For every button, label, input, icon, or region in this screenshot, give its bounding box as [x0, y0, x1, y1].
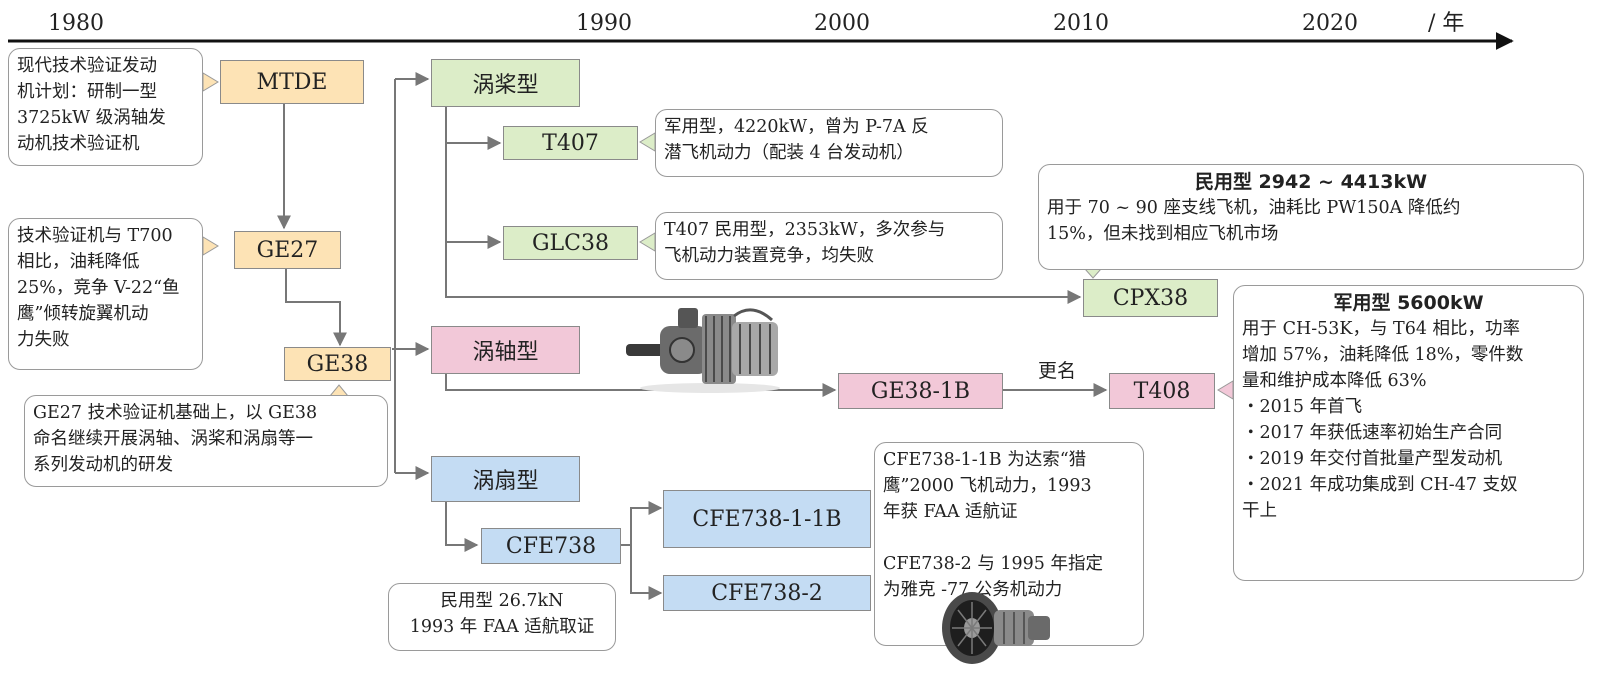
year-label-1990: 1990: [576, 11, 632, 36]
t407-note-pointer: [639, 132, 656, 152]
ge27-note: 技术验证机与 T700 相比，油耗降低 25%，竞争 V-22“鱼 鹰”倾转旋翼…: [8, 218, 203, 370]
node-cpx38: CPX38: [1083, 279, 1218, 317]
node-t408: T408: [1109, 373, 1215, 409]
turboprop-to-cpx38-connector: [445, 105, 1082, 304]
node-turboprop: 涡桨型: [431, 59, 580, 107]
node-cfe738: CFE738: [481, 528, 621, 564]
node-cfe738-2: CFE738-2: [663, 575, 871, 611]
t408-note: 军用型 5600kW 用于 CH-53K，与 T64 相比，功率 增加 57%，…: [1233, 285, 1584, 581]
cfe738-note: 民用型 26.7kN 1993 年 FAA 适航取证: [388, 583, 616, 651]
year-label-1980: 1980: [48, 11, 104, 36]
glc38-note-text: T407 民用型，2353kW，多次参与 飞机动力装置竞争，均失败: [664, 220, 946, 266]
ge38-note-text: GE27 技术验证机基础上，以 GE38 命名继续开展涡轴、涡桨和涡扇等一 系列…: [33, 403, 318, 475]
glc38-note: T407 民用型，2353kW，多次参与 飞机动力装置竞争，均失败: [655, 212, 1003, 280]
mtde-note: 现代技术验证发动 机计划：研制一型 3725kW 级涡轴发 动机技术验证机: [8, 48, 203, 166]
cfe738-variants-note: CFE738-1-1B 为达索“猎 鹰”2000 飞机动力，1993 年获 FA…: [874, 442, 1144, 646]
cpx38-note: 民用型 2942 ~ 4413kW 用于 70 ~ 90 座支线飞机，油耗比 P…: [1038, 164, 1584, 270]
rename-label: 更名: [1038, 360, 1077, 382]
cpx38-note-pointer: [1083, 268, 1103, 279]
ge38-note: GE27 技术验证机基础上，以 GE38 命名继续开展涡轴、涡桨和涡扇等一 系列…: [24, 395, 388, 487]
t407-note: 军用型，4220kW，曾为 P-7A 反 潜飞机动力（配装 4 台发动机）: [655, 109, 1003, 177]
turboshaft-engine-image: [626, 308, 780, 393]
year-label-2020: 2020: [1302, 11, 1358, 36]
t408-note-text: 用于 CH-53K，与 T64 相比，功率 增加 57%，油耗降低 18%，零件…: [1242, 319, 1524, 521]
node-mtde: MTDE: [220, 60, 364, 104]
cpx38-note-text: 用于 70 ~ 90 座支线飞机，油耗比 PW150A 降低约 15%，但未找到…: [1047, 198, 1461, 244]
cfe738-to-cfe7382-connector: [630, 545, 663, 600]
node-glc38: GLC38: [503, 226, 638, 260]
node-turbofan: 涡扇型: [431, 456, 580, 502]
turbofan-to-cfe738-connector: [445, 500, 479, 552]
node-ge27: GE27: [234, 231, 341, 269]
turbofan-engine-image: [942, 592, 1050, 664]
glc38-note-pointer: [639, 232, 656, 252]
mtde-note-text: 现代技术验证发动 机计划：研制一型 3725kW 级涡轴发 动机技术验证机: [17, 56, 166, 154]
node-turboshaft: 涡轴型: [431, 326, 580, 374]
node-ge38: GE38: [284, 347, 391, 381]
mtde-note-pointer: [202, 72, 219, 92]
ge27-note-text: 技术验证机与 T700 相比，油耗降低 25%，竞争 V-22“鱼 鹰”倾转旋翼…: [17, 226, 180, 350]
timeline-unit: / 年: [1428, 11, 1465, 36]
cfe738-note-text: 民用型 26.7kN 1993 年 FAA 适航取证: [409, 591, 595, 637]
year-label-2000: 2000: [814, 11, 870, 36]
ge27-to-ge38-connector: [285, 262, 347, 347]
t408-note-title: 军用型 5600kW: [1333, 292, 1484, 314]
cpx38-note-title: 民用型 2942 ~ 4413kW: [1194, 171, 1428, 193]
t407-note-text: 军用型，4220kW，曾为 P-7A 反 潜飞机动力（配装 4 台发动机）: [664, 117, 929, 163]
ge27-note-pointer: [202, 236, 219, 256]
t408-note-pointer: [1217, 380, 1234, 400]
cfe738-split-connector: [621, 501, 663, 546]
year-label-2010: 2010: [1053, 11, 1109, 36]
node-cfe738-1-1b: CFE738-1-1B: [663, 490, 871, 548]
node-t407: T407: [503, 126, 638, 160]
cfe738-variants-note-text: CFE738-1-1B 为达索“猎 鹰”2000 飞机动力，1993 年获 FA…: [883, 450, 1103, 600]
node-ge38-1b: GE38-1B: [838, 373, 1003, 409]
